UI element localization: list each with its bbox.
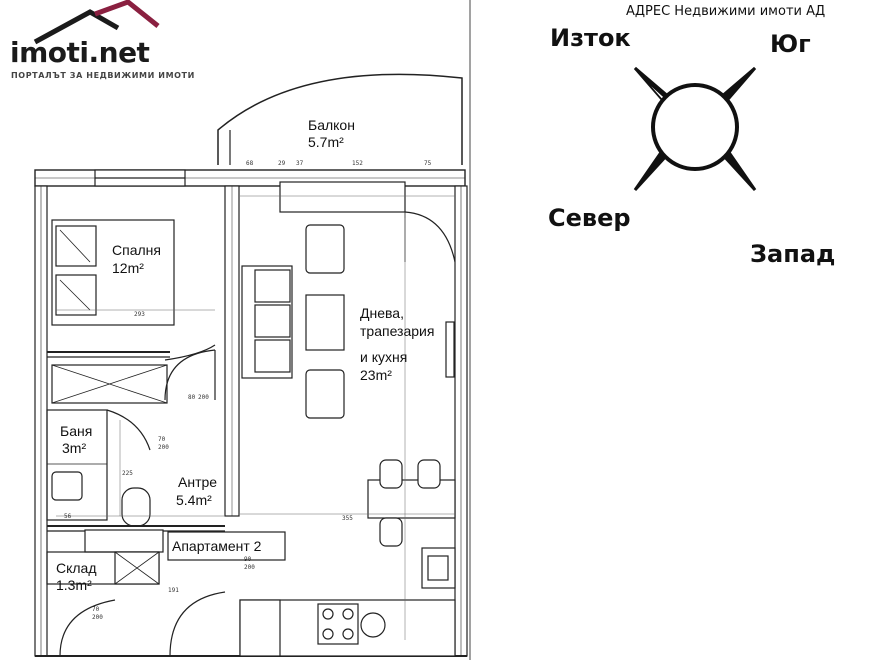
dim-door-3b: 200	[244, 564, 255, 571]
bedroom-door-swing	[164, 344, 216, 361]
fridge	[239, 599, 281, 657]
logo-tagline: ПОРТАЛЪТ ЗА НЕДВИЖИМИ ИМОТИ	[11, 71, 195, 80]
storage-door-swing	[59, 599, 116, 657]
dim-bath-height: 225	[122, 470, 133, 477]
storage-area: 1.3m²	[56, 577, 92, 593]
compass-label-east: Изток	[550, 24, 631, 52]
dim-balcony-1: 68	[246, 160, 254, 167]
dim-balcony-3: 37	[296, 160, 304, 167]
chair	[379, 517, 403, 547]
bedroom-label: Спалня	[112, 242, 161, 258]
logo-roof	[33, 0, 160, 45]
dim-door-4: 70	[92, 606, 100, 613]
bathroom-area: 3m²	[62, 440, 87, 456]
living-label-2: трапезария	[360, 323, 435, 339]
hall-area: 5.4m²	[176, 492, 212, 508]
entry-door-swing	[169, 591, 226, 657]
living-label-3: и кухня	[360, 349, 408, 365]
dim-hall-width: 191	[168, 587, 179, 594]
dim-door-1: 80	[188, 394, 196, 401]
chair	[379, 459, 403, 489]
dim-balcony-4: 152	[352, 160, 363, 167]
living-label-1: Днева,	[360, 305, 404, 321]
bathroom-label: Баня	[60, 423, 93, 439]
coffee-table	[305, 294, 345, 351]
balcony-outline	[217, 73, 463, 165]
balcony-label: Балкон	[308, 117, 355, 133]
dim-balcony-5: 75	[424, 160, 432, 167]
washbasin	[51, 471, 83, 501]
balcony-door-swing	[404, 211, 456, 263]
logo-brand: imoti.net	[10, 36, 150, 69]
dim-bedroom-width: 293	[134, 311, 145, 318]
compass-label-west: Запад	[750, 240, 836, 268]
bathroom-walls	[46, 409, 108, 521]
stove	[317, 603, 359, 645]
apartment-label: Апартамент 2	[172, 538, 262, 554]
oven	[421, 547, 456, 589]
compass-rose	[633, 66, 757, 192]
dim-bath-width: 56	[64, 513, 72, 520]
dim-door-2b: 200	[158, 444, 169, 451]
window-balcony-door	[279, 181, 406, 213]
toilet	[121, 487, 151, 527]
bath-door-swing	[106, 409, 151, 451]
tv	[445, 321, 455, 378]
hall-cabinet	[84, 529, 164, 553]
sink	[360, 612, 386, 638]
dim-door-1b: 200	[198, 394, 209, 401]
dim-balcony-2: 29	[278, 160, 286, 167]
armchair-bottom	[305, 369, 345, 419]
balcony-area: 5.7m²	[308, 134, 344, 150]
compass-label-north: Север	[548, 204, 631, 232]
compass-label-south: Юг	[770, 30, 811, 58]
bedroom-area: 12m²	[112, 260, 144, 276]
hall-label: Антре	[178, 474, 218, 490]
hall-door-swing	[164, 349, 216, 401]
dim-living-width: 355	[342, 515, 353, 522]
watermark-text: АДРЕС Недвижими имоти АД	[626, 4, 826, 19]
storage-label: Склад	[56, 560, 97, 576]
dim-door-4b: 200	[92, 614, 103, 621]
dim-door-2: 70	[158, 436, 166, 443]
armchair-top	[305, 224, 345, 274]
dim-door-3: 90	[244, 556, 252, 563]
living-area: 23m²	[360, 367, 392, 383]
apartment-label-box	[167, 531, 286, 561]
chair	[417, 459, 441, 489]
